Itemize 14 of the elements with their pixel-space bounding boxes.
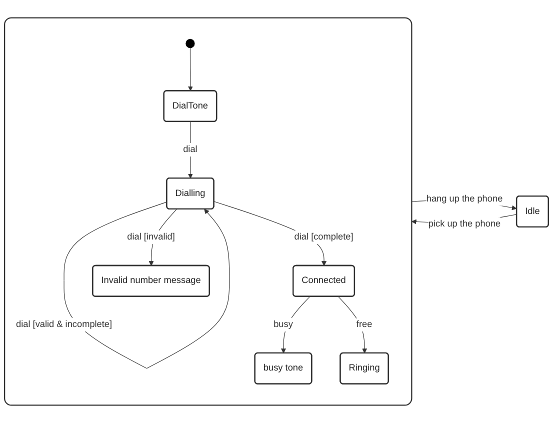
cluster xyxy=(4,17,412,406)
edge-label: pick up the phone xyxy=(428,218,501,229)
arrow xyxy=(188,47,193,92)
edge-label: hang up the phone xyxy=(426,194,503,204)
edge-label: free xyxy=(356,320,372,330)
arrow xyxy=(188,122,193,179)
edge-label: busy xyxy=(274,320,293,330)
edge-label: dial xyxy=(183,144,198,154)
edge-label: dial [valid & incomplete] xyxy=(16,320,112,330)
arrow xyxy=(338,296,368,354)
edge-label: dial [complete] xyxy=(294,232,354,242)
node-circle xyxy=(186,38,195,48)
edge-label: dial [invalid] xyxy=(127,232,175,242)
arrow xyxy=(280,296,310,354)
